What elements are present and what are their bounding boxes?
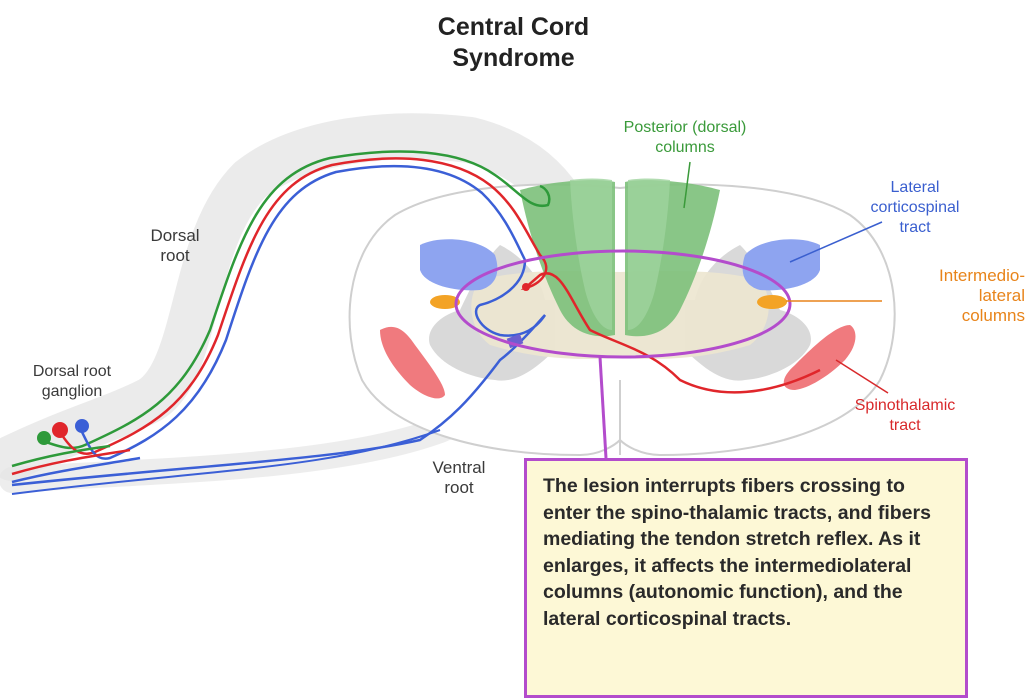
label-ventral-root: Ventral root	[414, 458, 504, 498]
label-intermediolateral: Intermedio- lateral columns	[885, 266, 1025, 326]
synapse-red	[522, 283, 530, 291]
callout-box: The lesion interrupts fibers crossing to…	[524, 458, 968, 698]
ganglion-cell-red	[52, 422, 68, 438]
intermediolateral-column-right	[757, 295, 787, 309]
callout-text: The lesion interrupts fibers crossing to…	[543, 473, 955, 632]
label-spinothalamic: Spinothalamic tract	[820, 396, 990, 436]
ganglion-cell-blue	[75, 419, 89, 433]
label-dorsal-root: Dorsal root	[130, 226, 220, 266]
label-posterior-columns: Posterior (dorsal) columns	[590, 118, 780, 158]
ganglion-cell-green	[37, 431, 51, 445]
label-lateral-corticospinal: Lateral corticospinal tract	[840, 178, 990, 238]
label-dorsal-root-ganglion: Dorsal root ganglion	[12, 362, 132, 402]
